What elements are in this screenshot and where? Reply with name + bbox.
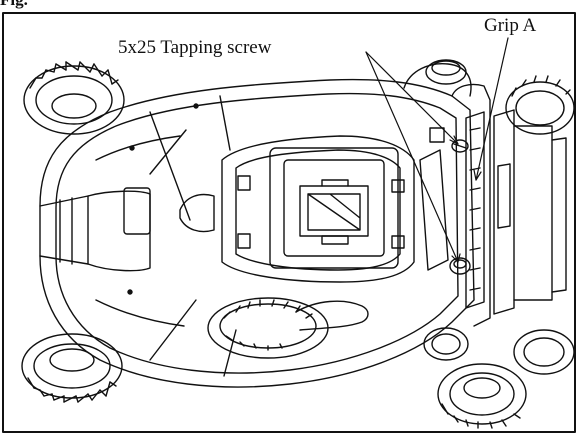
grip-a xyxy=(465,111,485,309)
clip xyxy=(391,235,405,249)
wheel-icon-right-lower xyxy=(513,329,575,375)
clip xyxy=(237,175,251,191)
front-vent xyxy=(123,187,151,235)
deck-nose xyxy=(39,195,89,265)
wheel-icon-top-right xyxy=(505,75,575,135)
rear-knob xyxy=(425,59,467,85)
figure-number-label: Fig. xyxy=(0,0,28,8)
wheel-icon-top-left xyxy=(23,61,125,135)
grip-a-label: Grip A xyxy=(484,15,537,36)
battery-housing xyxy=(221,135,415,283)
tapping-screw-label: 5x25 Tapping screw xyxy=(118,37,272,58)
deck-outline xyxy=(39,78,475,388)
clip xyxy=(237,233,251,249)
wheel-icon-mid-right xyxy=(423,327,469,361)
arrow-icon-screw xyxy=(365,51,461,263)
figure-frame xyxy=(2,12,576,433)
height-lever xyxy=(295,300,369,331)
screw-icon-upper xyxy=(451,139,469,153)
deck-inner-outline xyxy=(55,92,459,374)
clip xyxy=(391,179,405,193)
handle-bracket xyxy=(493,109,515,315)
screw-icon-lower xyxy=(449,257,471,275)
arrow-icon-grip xyxy=(473,37,509,181)
wheel-icon-bottom-right xyxy=(437,363,527,429)
wheel-icon-bottom-left xyxy=(21,333,123,403)
battery-compartment xyxy=(269,147,399,269)
